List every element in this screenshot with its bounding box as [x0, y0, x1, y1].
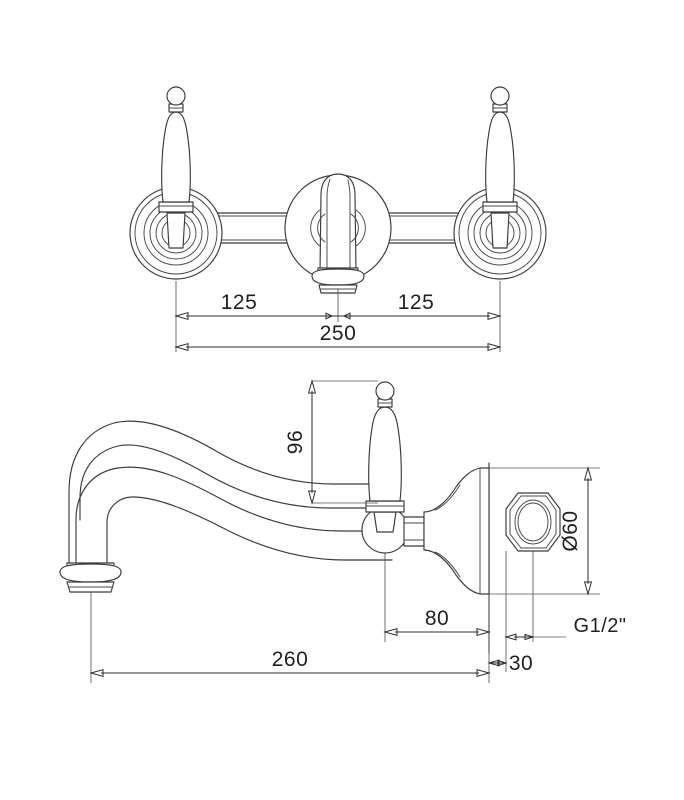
dimension-spout-reach: 260 [272, 648, 309, 671]
left-lever-handle [129, 86, 223, 280]
dimension-thread-label: G1/2" [574, 615, 627, 637]
right-lever-handle [453, 86, 547, 280]
dimension-handle-height: 96 [284, 430, 307, 454]
dimension-96: 96 [284, 379, 378, 505]
side-view-dimensions: 96 Ø60 80 [89, 379, 627, 683]
dimension-escutcheon-diameter: Ø60 [559, 510, 582, 551]
front-elevation-view: 125 125 250 [129, 86, 547, 352]
dimension-250: 250 [174, 322, 502, 352]
side-view-lever-handle [361, 381, 409, 554]
hex-connection-nut [505, 492, 561, 552]
dimension-thread-size: G1/2" [504, 551, 627, 642]
dimension-diameter-60: Ø60 [489, 466, 600, 596]
spout-aerator-tip [59, 562, 122, 593]
dimension-total-spacing: 250 [320, 322, 357, 345]
valve-stem-connector [403, 516, 425, 547]
center-spout-riser [310, 173, 366, 273]
side-elevation-view: 96 Ø60 80 [59, 379, 627, 683]
dimension-body-depth: 80 [425, 607, 449, 630]
top-view-dimensions: 125 125 250 [174, 281, 502, 352]
swan-neck-spout [59, 420, 393, 593]
dimension-80: 80 [383, 553, 491, 642]
dimension-left-spacing: 125 [221, 291, 258, 314]
dimension-30: 30 [487, 551, 533, 675]
dimension-260: 260 [89, 592, 491, 683]
center-spout-base-rings [311, 267, 365, 294]
dimension-wall-projection: 30 [509, 652, 533, 675]
dimension-right-spacing: 125 [398, 291, 435, 314]
dimension-125-pair: 125 125 [174, 291, 502, 321]
